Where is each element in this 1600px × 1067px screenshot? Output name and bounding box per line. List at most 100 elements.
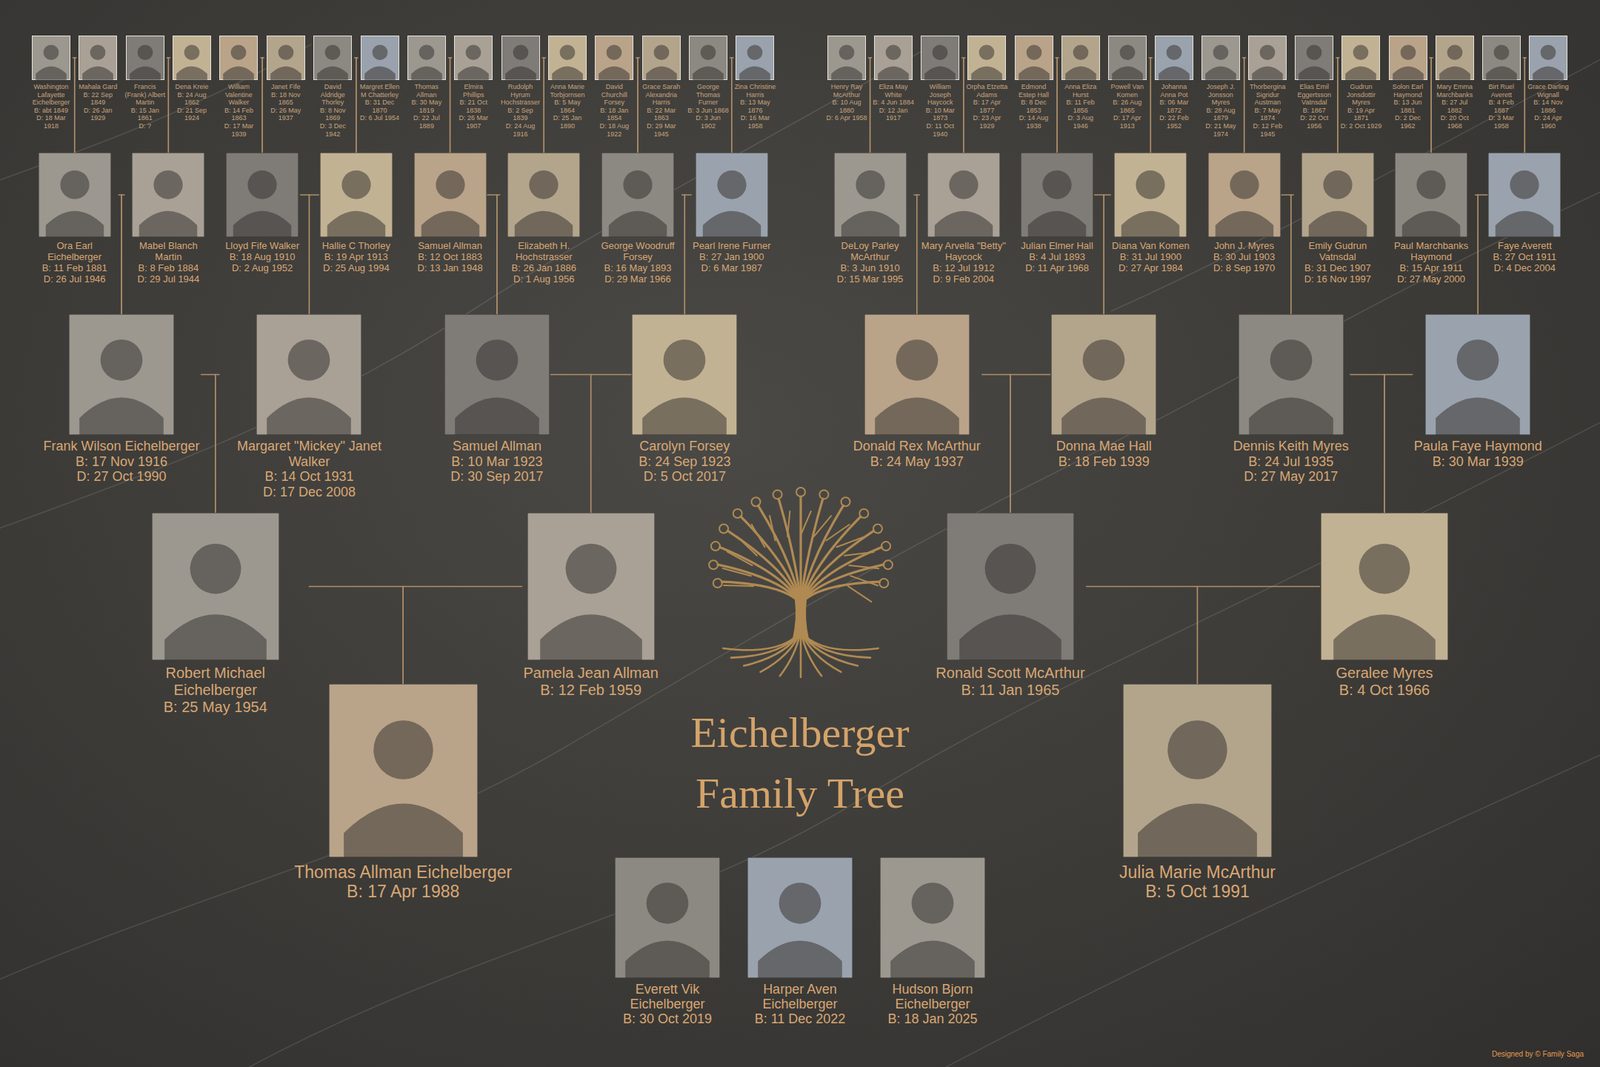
photo-ground [548, 35, 587, 80]
photo-ground [1014, 35, 1054, 80]
person-card: Birt Ruel AverettB: 4 Feb 1887D: 3 Mar 1… [1480, 35, 1523, 131]
photo-ground [927, 152, 1000, 238]
portrait-photo [834, 152, 907, 238]
person-card: Eliza May WhiteB: 4 Jun 1884D: 12 Jan 19… [871, 35, 915, 123]
photo-shoulders [1028, 211, 1086, 238]
portrait-photo [454, 35, 493, 80]
person-card: Donna Mae HallB: 18 Feb 1939 [1050, 314, 1158, 469]
photo-head [1269, 339, 1312, 380]
family-connector [1524, 57, 1527, 153]
photo-head [1417, 170, 1446, 200]
death-date: D: ? [138, 122, 152, 131]
person-name: Solon Earl Haymond [1387, 82, 1429, 99]
photo-ground [614, 857, 720, 978]
photo-head [1229, 170, 1259, 200]
family-connector [1384, 374, 1413, 514]
death-date: D: 11 Apr 1968 [1025, 262, 1089, 275]
person-card: George Thomas FurnerB: 3 Jun 1868D: 3 Ju… [686, 35, 730, 131]
death-date: D: 27 May 2017 [1243, 468, 1338, 485]
photo-ground [131, 152, 205, 238]
portrait-photo [1248, 35, 1287, 80]
portrait-photo [1301, 152, 1375, 238]
birth-date: B: 21 Oct 1838 [452, 98, 495, 115]
photo-ground [1114, 152, 1187, 238]
tree-curl [796, 487, 806, 497]
portrait-photo [131, 152, 205, 238]
person-card: George Woodruff ForseyB: 16 May 1893D: 2… [594, 152, 682, 286]
photo-head [1322, 170, 1352, 200]
tree-curl [879, 578, 889, 588]
portrait-photo [864, 314, 970, 435]
person-card: Ronald Scott McArthurB: 11 Jan 1965 [934, 512, 1086, 699]
birth-date: B: 3 Jun 1910 [840, 262, 900, 275]
family-connector [1094, 194, 1104, 315]
photo-head [90, 45, 106, 60]
photo-head [288, 339, 331, 380]
birth-date: B: 11 Dec 2022 [754, 1011, 846, 1026]
photo-shoulders [1392, 65, 1424, 80]
tree-root [722, 631, 801, 650]
birth-date: B: 2 Sep 1839 [500, 106, 542, 123]
photo-shoulders [1495, 211, 1554, 238]
portrait-photo [967, 35, 1006, 80]
family-connector [74, 57, 78, 153]
portrait-photo [507, 152, 580, 238]
person-card: Harper Aven EichelbergerB: 11 Dec 2022 [736, 857, 864, 1026]
photo-shoulders [924, 65, 956, 80]
marble-vein [0, 44, 934, 534]
person-name: Geralee Myres [1335, 664, 1433, 682]
birth-date: B: 31 Dec 1870 [359, 98, 401, 115]
birth-date: B: 18 Feb 1939 [1058, 454, 1150, 470]
family-connector [450, 57, 453, 153]
tree-twig [727, 551, 753, 566]
portrait-photo [747, 857, 853, 978]
birth-date: B: 13 May 1876 [734, 98, 776, 115]
death-date: D: 21 Sep 1924 [171, 106, 213, 123]
family-connector [1349, 374, 1385, 514]
photo-head [747, 45, 763, 60]
photo-ground [834, 152, 907, 238]
death-date: D: 17 Dec 2008 [262, 484, 356, 500]
photo-shoulders [164, 614, 267, 660]
death-date: D: 4 Dec 2004 [1494, 262, 1556, 275]
birth-date: B: 10 Mar 1923 [451, 454, 543, 470]
birth-date: B: 13 Jun 1881 [1387, 98, 1429, 115]
tree-twig [751, 524, 766, 547]
photo-shoulders [934, 211, 993, 238]
photo-shoulders [1333, 614, 1436, 660]
death-date: D: 11 Oct 1940 [919, 122, 961, 138]
photo-ground [1341, 35, 1380, 80]
photo-head [1082, 339, 1126, 380]
person-card: Ora Earl EichelbergerB: 11 Feb 1881D: 26… [31, 152, 119, 286]
person-card: Gudrun Jonsdottir MyresB: 19 Apr 1871D: … [1339, 35, 1383, 131]
portrait-photo [1528, 35, 1568, 80]
person-name: Grace Darling Wignall [1527, 82, 1569, 99]
marble-vein [0, 185, 1600, 986]
portrait-photo [1435, 35, 1475, 80]
portrait-photo [414, 152, 487, 238]
photo-head [100, 339, 143, 380]
photo-shoulders [343, 802, 463, 858]
photo-head [277, 45, 294, 60]
person-name: Elizabeth H. Hochstrasser [500, 240, 587, 263]
portrait-photo [594, 35, 634, 80]
birth-date: B: 27 Jan 1900 [699, 251, 764, 263]
family-connector [356, 57, 359, 153]
photo-ground [328, 683, 478, 858]
person-card: Samuel AllmanB: 10 Mar 1923D: 30 Sep 201… [443, 314, 551, 485]
photo-shoulders [1435, 397, 1520, 435]
birth-date: B: 8 Feb 1884 [138, 262, 200, 275]
portrait-photo [614, 857, 720, 978]
birth-date: B: 24 Jul 1935 [1248, 454, 1334, 470]
person-name: Hallie C Thorley [322, 240, 391, 252]
photo-ground [444, 314, 550, 435]
photo-head [1353, 45, 1369, 60]
family-connector [963, 57, 966, 153]
death-date: D: 3 Dec 1942 [311, 122, 354, 138]
family-connector [1085, 586, 1198, 685]
tree-curl [713, 578, 723, 588]
birth-date: B: 19 Apr 1871 [1340, 106, 1382, 123]
tree-twig [825, 524, 849, 540]
death-date: D: 5 Oct 2017 [643, 468, 726, 485]
